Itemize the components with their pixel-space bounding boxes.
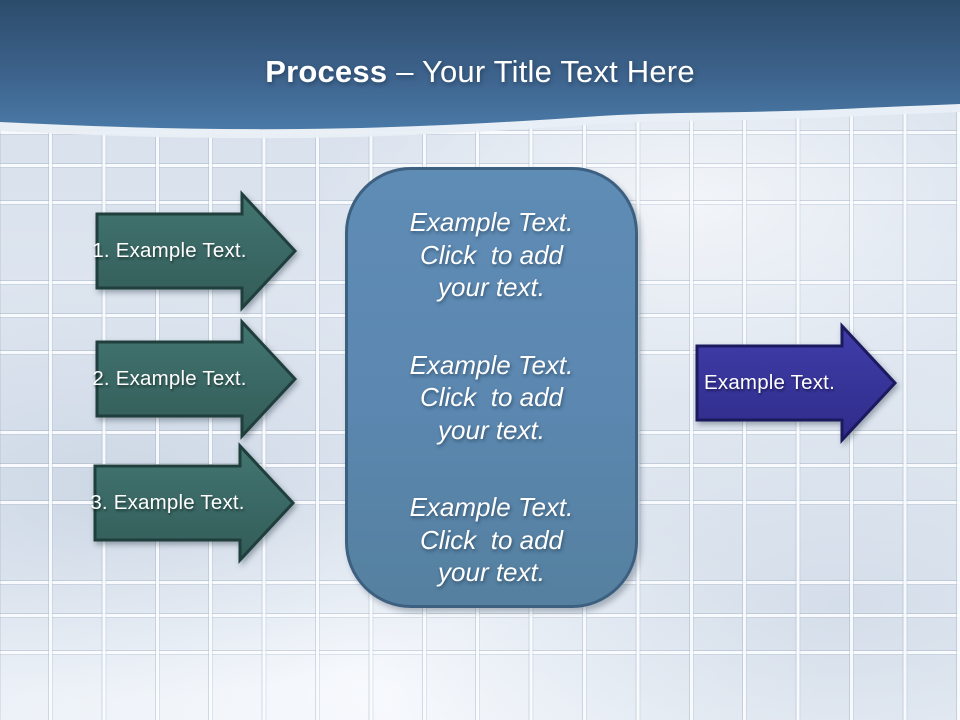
placeholder-paragraph-1[interactable]: Example Text. Click to add your text. [409,207,574,302]
process-step-arrow-1[interactable]: 1. Example Text. [92,190,300,313]
right-arrow-icon [95,318,298,440]
right-arrow-icon [93,442,296,564]
slide-title[interactable]: Process– Your Title Text Here [0,54,960,90]
right-arrow-icon [95,190,298,312]
process-result-arrow[interactable]: Example Text. [695,322,900,445]
header-wave [0,0,960,139]
header-wave-dark [0,0,960,130]
title-subtitle: – Your Title Text Here [396,54,695,89]
step-label: 1. Example Text. [92,239,247,262]
result-label: Example Text. [704,371,835,394]
title-keyword: Process [265,54,388,89]
process-step-arrow-3[interactable]: 3. Example Text. [90,442,298,565]
center-text-box[interactable]: Example Text. Click to add your text. Ex… [345,167,638,608]
step-label: 2. Example Text. [92,367,247,390]
placeholder-paragraph-2[interactable]: Example Text. Click to add your text. [409,349,574,445]
placeholder-paragraph-3[interactable]: Example Text. Click to add your text. [409,492,574,587]
process-step-arrow-2[interactable]: 2. Example Text. [92,318,300,441]
step-label: 3. Example Text. [90,491,245,514]
right-arrow-icon [695,322,898,444]
